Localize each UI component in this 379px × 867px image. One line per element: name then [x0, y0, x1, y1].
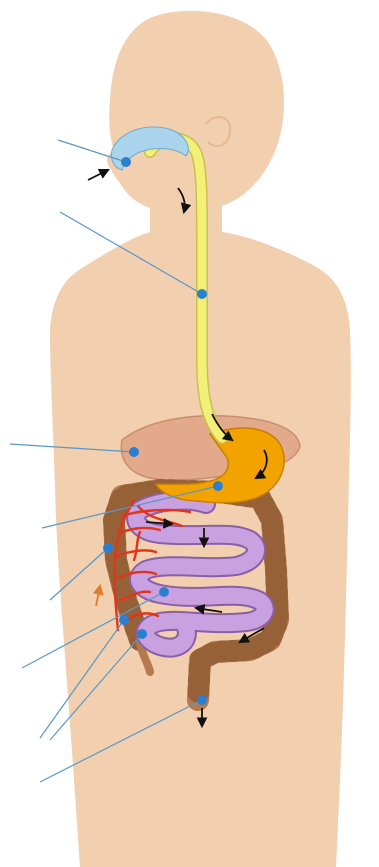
marker-dot-large-intestine	[119, 615, 129, 625]
marker-dot-liver	[129, 447, 139, 457]
arrow-into-mouth	[88, 170, 108, 180]
marker-dot-blood-vessels	[103, 543, 113, 553]
marker-dot-anus	[197, 695, 207, 705]
marker-dot-small-intestine	[159, 587, 169, 597]
marker-dot-appendix	[137, 629, 147, 639]
marker-dot-stomach	[213, 481, 223, 491]
head	[107, 11, 284, 236]
marker-dot-esophagus	[197, 289, 207, 299]
marker-dot-mouth	[121, 157, 131, 167]
